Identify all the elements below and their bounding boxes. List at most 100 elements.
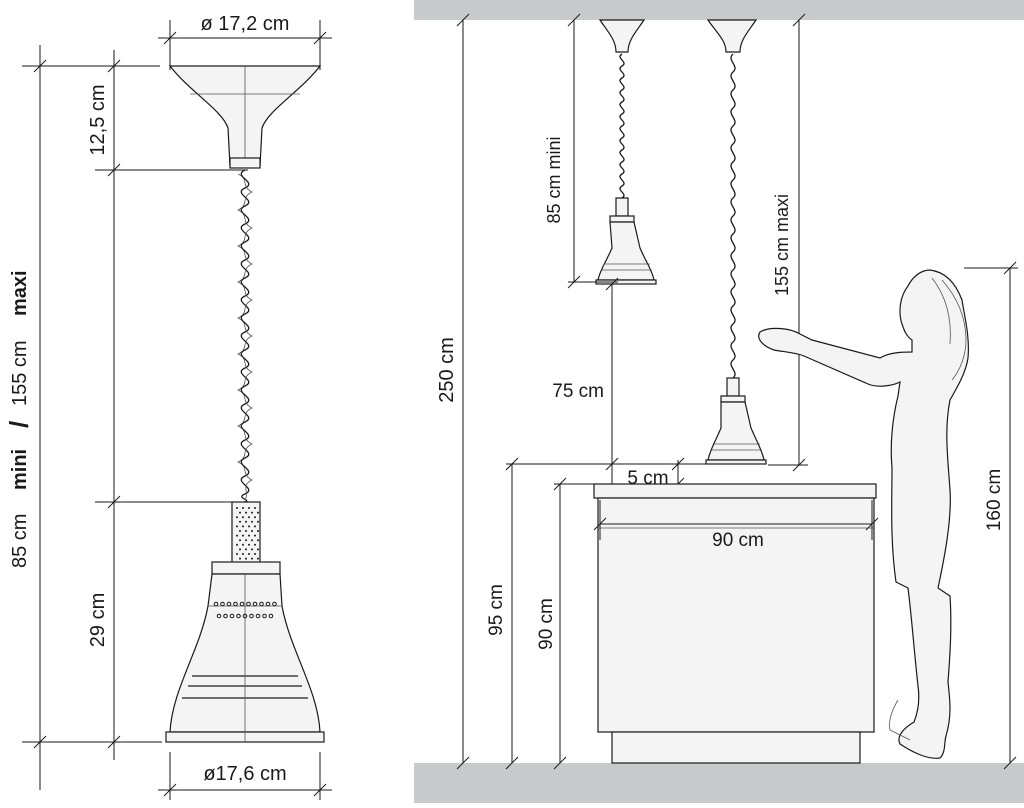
neck-perforation <box>254 516 256 519</box>
neck-perforation <box>251 511 253 514</box>
neck-perforation <box>242 516 244 519</box>
bottom-diameter-dimension: ø17,6 cm <box>158 752 332 800</box>
ceiling-height-dimension: 250 cm <box>436 13 470 770</box>
neck-perforation <box>254 543 256 546</box>
neck-perforation <box>254 507 256 509</box>
neck-perforation <box>251 530 253 532</box>
neck-perforation <box>236 553 238 555</box>
shade-perforation <box>268 613 274 619</box>
neck-perforation <box>248 543 250 546</box>
neck-perforation <box>251 539 253 542</box>
neck-perforation <box>254 525 256 528</box>
shade-height-label: 29 cm <box>87 593 109 647</box>
neck-perforation <box>239 511 241 514</box>
neck-perforation <box>239 557 241 560</box>
neck-perforation <box>257 530 259 532</box>
shade-perforation <box>233 601 238 607</box>
shade-perforation <box>236 613 241 619</box>
neck-perforation <box>242 507 244 509</box>
lamp-neck <box>231 501 261 565</box>
shade-perforation <box>255 613 261 619</box>
counter-width-dimension: 90 cm <box>593 500 879 551</box>
neck-perforation <box>245 548 247 551</box>
shade-perforation <box>239 601 245 607</box>
neck-perforation <box>242 525 244 528</box>
shade-perforation <box>262 613 267 619</box>
neck-perforation <box>254 553 256 555</box>
shade-perforation <box>229 613 235 619</box>
counter-height-dimensions: 95 cm 90 cm <box>486 457 596 770</box>
shade-perforation <box>259 601 264 607</box>
neck-perforation <box>236 507 238 509</box>
shade-perforation <box>216 613 222 619</box>
neck-perforation <box>248 553 250 555</box>
neck-perforation <box>239 520 241 523</box>
counter-body-height-label: 90 cm <box>536 598 557 650</box>
maxi-drop-label: 155 cm maxi <box>772 194 792 296</box>
neck-perforation <box>242 543 244 546</box>
person-figure <box>758 269 969 759</box>
neck-perforation <box>236 516 238 519</box>
shade-perforation <box>249 613 254 619</box>
neck-perforation <box>242 534 244 537</box>
floor <box>414 763 1024 803</box>
shade-perforation <box>226 601 232 607</box>
ceiling <box>414 0 1024 20</box>
cord-mini-value: 85 cm <box>9 514 31 568</box>
neck-perforation <box>257 511 259 514</box>
neck-perforation <box>239 530 241 532</box>
left-height-dimensions: 12,5 cm 29 cm 85 cm mini / 155 cm maxi <box>4 45 248 790</box>
neck-perforation <box>257 557 259 560</box>
cord-length-label: 85 cm mini / 155 cm maxi <box>4 270 34 568</box>
neck-perforation <box>239 539 241 542</box>
neck-perforation <box>257 539 259 542</box>
cord-maxi-value: 155 cm <box>9 340 31 406</box>
neck-perforation <box>245 557 247 560</box>
shade-perforation <box>246 601 251 607</box>
neck-perforation <box>248 534 250 537</box>
neck-perforation <box>251 548 253 551</box>
neck-perforation <box>245 539 247 542</box>
cord-mini-word: mini <box>9 449 31 490</box>
neck-perforation <box>239 548 241 551</box>
neck-perforation <box>251 520 253 523</box>
neck-perforation <box>257 548 259 551</box>
top-diameter-dimension: ø 17,2 cm <box>158 13 332 70</box>
neck-perforation <box>236 543 238 546</box>
neck-perforation <box>257 520 259 523</box>
canopy-height-label: 12,5 cm <box>87 84 109 155</box>
neck-perforation <box>245 520 247 523</box>
shade-perforation <box>265 601 271 607</box>
shade-perforation <box>252 601 258 607</box>
cord-maxi-word: maxi <box>9 270 31 316</box>
neck-perforation <box>242 553 244 555</box>
neck-perforation <box>245 530 247 532</box>
shade-perforation <box>220 601 225 607</box>
lamp-elevation-view: ø 17,2 cm <box>4 13 332 800</box>
counter-top-height-label: 95 cm <box>486 584 507 636</box>
neck-perforation <box>236 525 238 528</box>
top-diameter-label: ø 17,2 cm <box>201 13 290 35</box>
lamp-canopy <box>168 65 322 169</box>
cord-separator: / <box>4 421 34 428</box>
lamp-to-counter-dimension: 75 cm <box>552 277 619 484</box>
neck-perforation <box>236 534 238 537</box>
mini-drop-dimension: 85 cm mini <box>544 13 618 289</box>
coiled-cord <box>240 169 250 503</box>
counter <box>593 483 877 764</box>
neck-perforation <box>254 534 256 537</box>
ceiling-height-label: 250 cm <box>436 337 458 403</box>
person-height-dimension: 160 cm <box>964 261 1018 770</box>
neck-perforation <box>248 525 250 528</box>
shade-perforation <box>223 613 228 619</box>
neck-perforation <box>251 557 253 560</box>
shade-perforation <box>213 601 219 607</box>
neck-perforation <box>248 516 250 519</box>
person-height-label: 160 cm <box>984 469 1005 531</box>
bottom-diameter-label: ø17,6 cm <box>203 763 286 785</box>
mini-drop-label: 85 cm mini <box>544 136 564 223</box>
counter-width-label: 90 cm <box>712 530 764 551</box>
maxi-drop-dimension: 155 cm maxi <box>768 13 808 472</box>
